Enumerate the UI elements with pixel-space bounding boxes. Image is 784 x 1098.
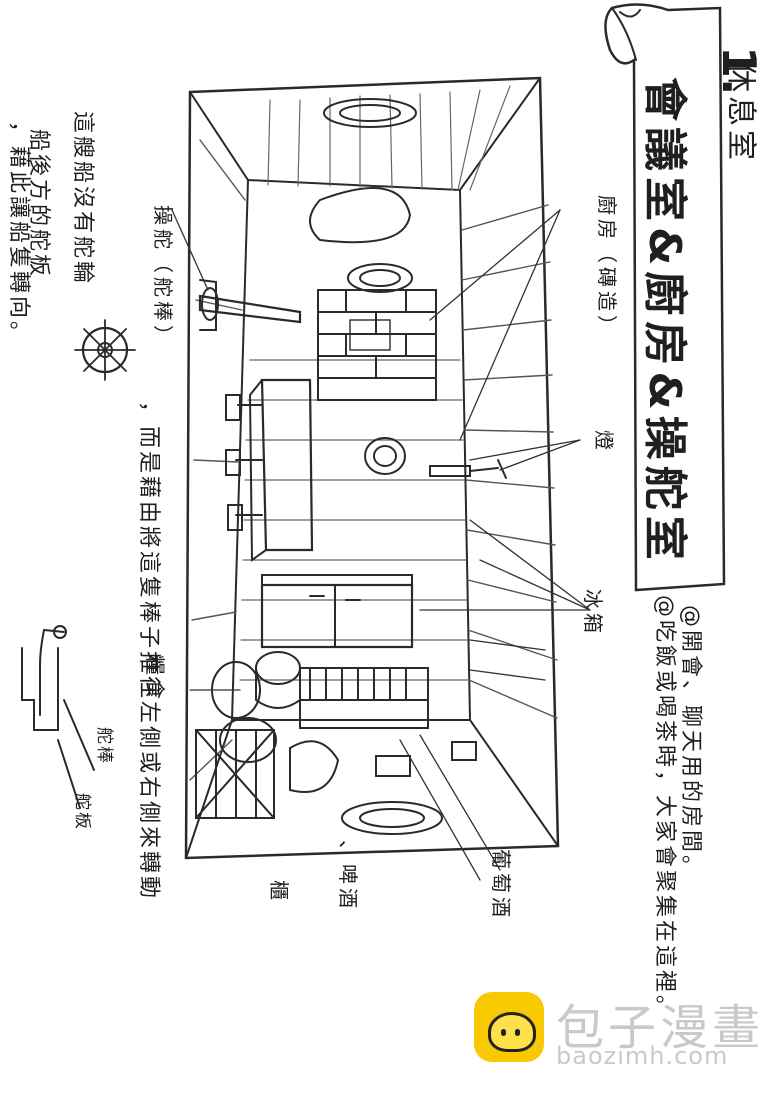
pointer-lines [172,210,590,880]
mini-label-rudder-plate: 舵板 [75,793,97,853]
mini-label-tiller: 舵棒 [97,727,119,787]
label-rudder: 操舵（舵棒） [149,205,179,365]
section-title: 休息室 [730,62,766,242]
wall-frame [376,742,476,776]
watermark-logo-icon [474,992,544,1062]
tiller-sketch [200,280,300,330]
note-line-1: @開會、聊天用的房間。 [679,605,709,945]
mini-tiller-diagram [22,626,94,808]
fridge-sketch [262,575,412,647]
eye-icon [515,1029,520,1036]
label-wine: 葡萄酒 [487,849,517,949]
label-kitchen: 廚房（磚造） [593,195,623,375]
label-beer: 、啤酒 [334,840,364,930]
brick-kitchen [318,290,436,400]
bun-face-icon [488,1012,536,1052]
provision-barrels [196,652,338,818]
explanation-line-4: ，藉此讓船隻轉向。 [7,121,37,341]
explanation-line-2: ，而是藉由將這隻棒子推往左側或右側來轉動 [137,401,167,981]
note-line-2: @吃飯或喝茶時，大家會聚集在這裡。 [653,595,683,1055]
watermark-url: baozimh.com [556,1042,728,1070]
label-cabinet: 櫃 [265,880,295,910]
eye-icon [501,1029,506,1036]
label-fridge: 冰箱 [579,589,609,649]
label-lamp: 燈 [590,430,620,460]
ship-wheel-icon [75,320,135,380]
banner-title: 會議室&廚房&操舵室 [645,77,701,527]
portholes [310,99,442,834]
lamp-sketch [430,460,506,478]
explanation-line-1: 這艘船沒有舵輪 [71,111,101,311]
